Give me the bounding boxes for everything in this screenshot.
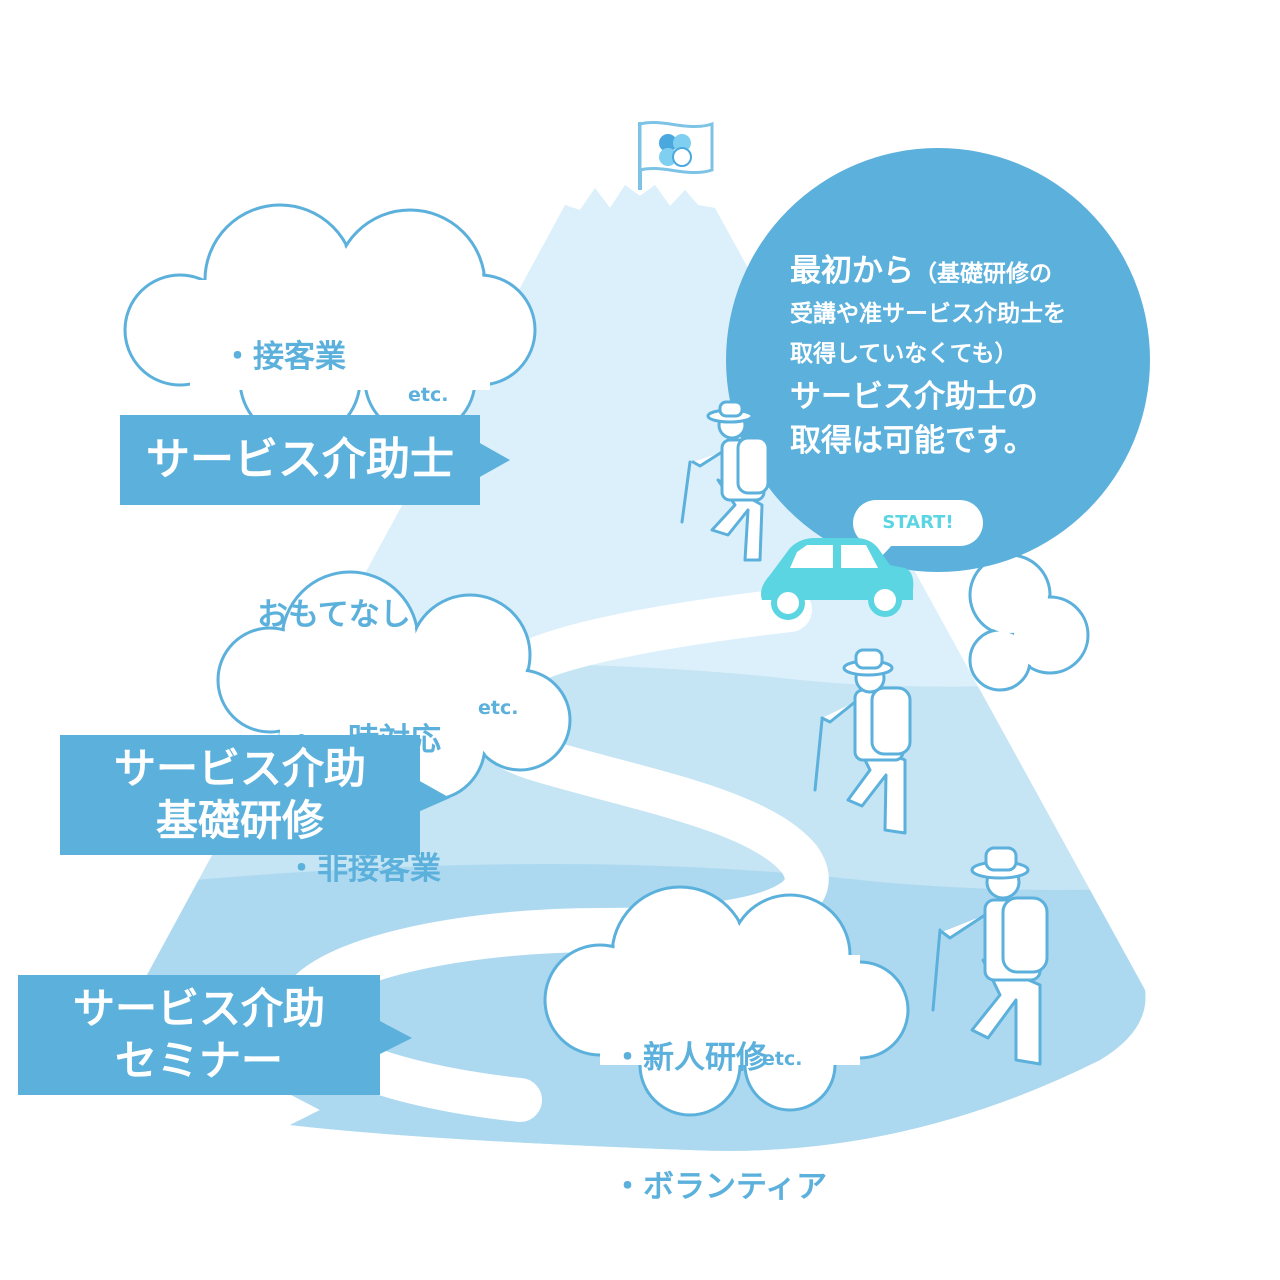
label-box-bottom bbox=[18, 975, 412, 1095]
callout-line: サービス介助士の bbox=[790, 379, 1038, 415]
callout-text: 最初から（基礎研修の 受講や准サービス介助士を 取得していなくても） サービス介… bbox=[790, 250, 1120, 463]
etc-label: etc. bbox=[762, 1048, 803, 1070]
example-item: ・一時対応 bbox=[286, 722, 441, 758]
etc-label: etc. bbox=[478, 697, 519, 719]
hiker-icon bbox=[813, 648, 912, 835]
callout-line: （基礎研修の bbox=[914, 261, 1052, 287]
callout-line: 最初から bbox=[790, 253, 914, 289]
mountain-peak bbox=[565, 185, 715, 230]
example-item: おもてなし bbox=[257, 597, 411, 633]
example-item: ・接客業 bbox=[222, 339, 346, 375]
hiker-icon bbox=[931, 846, 1049, 1066]
cloud-top-list: ・接客業 ・良質な おもてなし bbox=[222, 250, 411, 680]
callout-line: 取得は可能です。 bbox=[790, 423, 1035, 459]
car-icon bbox=[761, 538, 914, 620]
label-box-top bbox=[120, 415, 510, 505]
cloud-middle-list: ・一時対応 ・非接客業 bbox=[286, 633, 441, 934]
hiker-icon bbox=[680, 400, 770, 562]
example-item: ・良質な bbox=[222, 468, 346, 504]
callout-line: 受講や准サービス介助士を bbox=[790, 301, 1066, 327]
label-box-middle bbox=[60, 735, 450, 855]
example-item: ・非接客業 bbox=[286, 851, 441, 887]
level-label-bottom: サービス介助 セミナー bbox=[72, 984, 325, 1085]
start-bubble bbox=[853, 500, 983, 558]
callout-line: 取得していなくても） bbox=[790, 341, 1018, 367]
start-label: START! bbox=[882, 512, 954, 533]
example-item: ・ボランティア bbox=[612, 1169, 828, 1205]
callout-circle bbox=[726, 148, 1150, 572]
flag-icon bbox=[638, 121, 714, 190]
level-label-top: サービス介助士 bbox=[146, 434, 454, 485]
cloud-bottom-list: ・新人研修 ・ボランティア bbox=[612, 951, 827, 1252]
example-item: ・新人研修 bbox=[612, 1040, 767, 1076]
level-label-middle: サービス介助 基礎研修 bbox=[113, 744, 366, 845]
etc-label: etc. bbox=[408, 384, 449, 406]
